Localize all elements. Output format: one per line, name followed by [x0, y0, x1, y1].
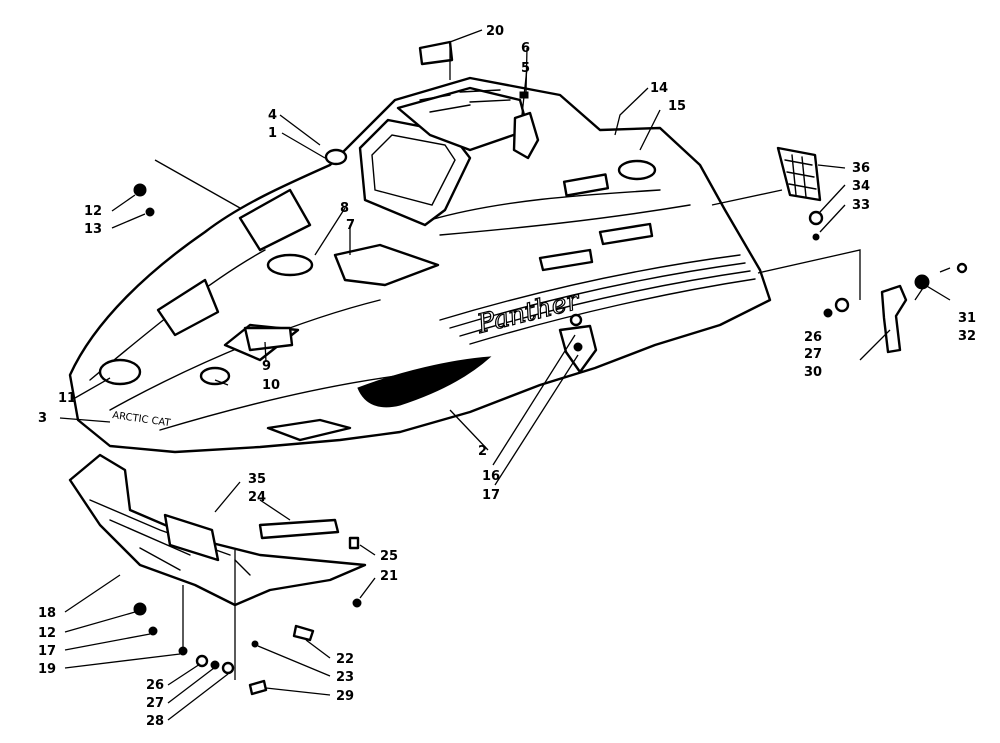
part-35-panel: [163, 513, 220, 562]
part-27-washer-bottom: [210, 660, 220, 670]
callout-4: 4: [268, 108, 277, 123]
latch-hole: [573, 342, 583, 352]
callout-18: 18: [38, 606, 56, 621]
callout-35: 35: [248, 472, 266, 487]
hood-lens-9: [243, 326, 294, 352]
reflector-grid: [784, 154, 817, 198]
callout-29: 29: [336, 689, 354, 704]
part-27-washer-right: [834, 297, 850, 313]
belly-pan: [68, 453, 367, 607]
latch-bolt: [569, 313, 583, 327]
side-vent-1: [538, 248, 594, 272]
decal-15: [617, 159, 657, 181]
callouts: 20 6 5 14 15 4 1 36 34 33 12 13 8 7 31 3…: [38, 24, 976, 729]
callout-20: 20: [486, 24, 504, 39]
right-hardware: [133, 146, 968, 354]
hood-assembly: Panther ARCTIC CAT: [68, 76, 772, 454]
part-24-strip: [258, 518, 340, 540]
callout-25: 25: [380, 549, 398, 564]
callout-6: 6: [521, 41, 530, 56]
leader-lines: [59, 29, 951, 721]
part-34-washer: [808, 210, 824, 226]
upper-vent-right: [333, 243, 440, 287]
callout-23: 23: [336, 670, 354, 685]
part-29-bolt: [248, 679, 268, 696]
callout-31: 31: [958, 311, 976, 326]
part-28-washer: [221, 661, 235, 675]
callout-33: 33: [852, 198, 870, 213]
callout-22: 22: [336, 652, 354, 667]
callout-17-hood: 17: [482, 488, 500, 503]
callout-26-bottom: 26: [146, 678, 164, 693]
callout-12-bottom: 12: [38, 626, 56, 641]
callout-34: 34: [852, 179, 870, 194]
hood-top-grille: [419, 89, 511, 113]
part-13-screw-top: [145, 207, 155, 217]
decal-10: [199, 366, 231, 386]
part-31-bolt: [956, 262, 968, 274]
part-21-screw: [352, 598, 362, 608]
part-25-plug: [348, 536, 360, 550]
decal-8: [266, 253, 314, 277]
callout-14: 14: [650, 81, 668, 96]
callout-27-right: 27: [804, 347, 822, 362]
part-22-pin: [292, 624, 315, 642]
nose-vent: [266, 418, 352, 442]
belly-pan-detail: [89, 499, 251, 576]
part-12-clip-bottom: [133, 602, 147, 616]
callout-3: 3: [38, 411, 47, 426]
callout-12-top: 12: [84, 204, 102, 219]
windshield-glass: [371, 134, 456, 206]
callout-10: 10: [262, 378, 280, 393]
callout-19: 19: [38, 662, 56, 677]
callout-32: 32: [958, 329, 976, 344]
callout-21: 21: [380, 569, 398, 584]
part-32-washer: [914, 274, 930, 290]
side-vent-2: [598, 222, 654, 246]
part-26-nut-bottom: [195, 654, 209, 668]
side-stripes: [439, 254, 756, 345]
belly-pan-assembly: [68, 453, 367, 696]
part-5-bracket: [512, 111, 540, 160]
callout-27-bottom: 27: [146, 696, 164, 711]
lower-vent-left: [156, 278, 220, 337]
decal-14: [562, 173, 610, 197]
callout-9: 9: [262, 359, 271, 374]
part-12-clip-top: [133, 183, 147, 197]
callout-28: 28: [146, 714, 164, 729]
callout-17-bottom: 17: [38, 644, 56, 659]
windshield: [358, 118, 472, 227]
callout-5: 5: [521, 61, 530, 76]
part-20-plate: [418, 40, 454, 66]
part-17-nut-bottom: [148, 626, 158, 636]
callout-15: 15: [668, 99, 686, 114]
callout-13: 13: [84, 222, 102, 237]
decal-4: [324, 148, 348, 166]
callout-26-right: 26: [804, 330, 822, 345]
callout-16: 16: [482, 469, 500, 484]
callout-2: 2: [478, 444, 487, 459]
callout-8: 8: [340, 201, 349, 216]
part-23-nut: [251, 640, 259, 648]
part-33-nut: [812, 233, 820, 241]
part-26-nut-right: [823, 308, 833, 318]
callout-11: 11: [58, 391, 76, 406]
callout-1: 1: [268, 126, 277, 141]
callout-24: 24: [248, 490, 266, 505]
callout-30: 30: [804, 365, 822, 380]
callout-7: 7: [346, 218, 355, 233]
side-panel-graphic: [357, 356, 492, 408]
upper-vent-left: [238, 188, 312, 252]
callout-36: 36: [852, 161, 870, 176]
part-30-bracket: [880, 284, 908, 354]
